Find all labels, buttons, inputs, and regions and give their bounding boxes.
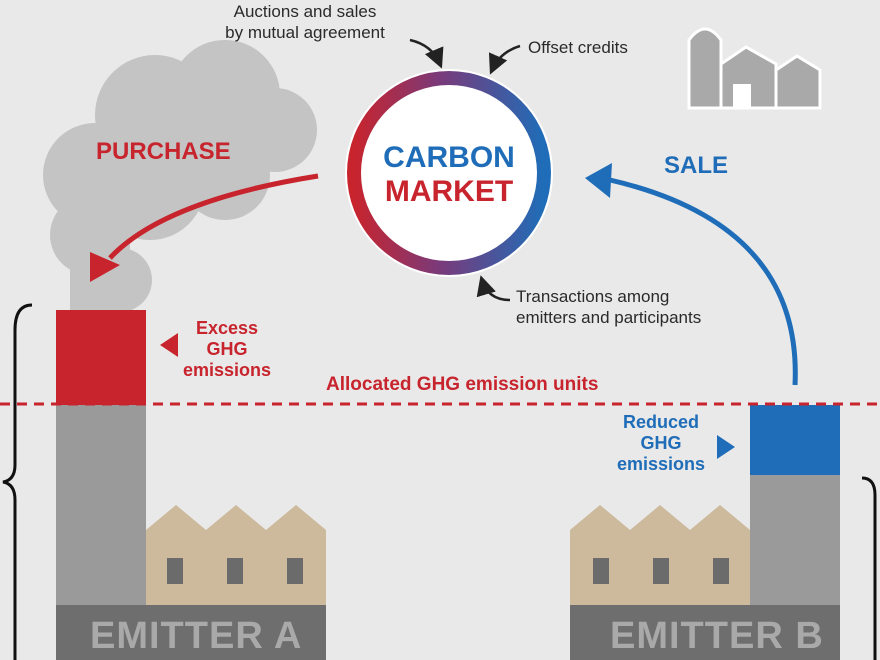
sale-label: SALE <box>664 152 729 179</box>
emitter-b-chimney <box>750 475 840 605</box>
reduced-pointer <box>717 435 735 459</box>
emitter-b-bracket <box>861 476 877 660</box>
sale-arrow <box>609 177 798 386</box>
emitter-a-bracket <box>2 303 33 660</box>
transactions-label-line2: emitters and participants <box>516 308 702 327</box>
reduced-label-line2: GHG <box>640 433 682 453</box>
emitter-a-excess-bar <box>56 310 146 405</box>
market-title-line1: CARBON <box>383 141 515 174</box>
emitter-b-window <box>653 558 669 584</box>
transactions-label-line1: Transactions among <box>516 287 670 306</box>
emitter-b-window <box>593 558 609 584</box>
emitter-a-window <box>287 558 303 584</box>
smoke-cloud <box>43 40 317 312</box>
offset-credits-label: Offset credits <box>528 38 628 57</box>
emitter-a-chimney <box>56 405 146 605</box>
emitter-b-reduced-bar <box>750 405 840 475</box>
excess-label-line1: Excess <box>195 318 259 338</box>
excess-label-line3: emissions <box>182 360 272 380</box>
carbon-market-ring <box>347 71 551 275</box>
emitter-a-window <box>227 558 243 584</box>
reduced-label-line1: Reduced <box>622 412 700 432</box>
emitter-a-factory <box>146 505 326 605</box>
emitter-b-base <box>570 605 840 660</box>
market-title-line2: MARKET <box>384 175 514 208</box>
emitter-b-window <box>713 558 729 584</box>
auctions-label-line2: by mutual agreement <box>225 23 385 42</box>
purchase-arrow <box>108 173 319 260</box>
transactions-arrow <box>476 275 511 302</box>
purchase-arrowhead <box>90 252 120 282</box>
emitter-b-factory <box>570 505 750 605</box>
emitter-a-window <box>167 558 183 584</box>
emitter-a-label: EMITTER A <box>90 615 303 657</box>
excess-pointer <box>160 333 178 357</box>
sale-arrowhead <box>585 163 612 198</box>
threshold-label: Allocated GHG emission units <box>326 374 599 395</box>
purchase-label: PURCHASE <box>96 138 231 165</box>
carbon-market-circle <box>345 69 553 277</box>
farm-icon <box>687 27 822 110</box>
emitter-b-label: EMITTER B <box>610 615 824 657</box>
auctions-label-line1: Auctions and sales <box>233 2 377 21</box>
auctions-arrow <box>409 38 444 69</box>
reduced-label-line3: emissions <box>616 454 706 474</box>
offset-arrow <box>488 44 521 75</box>
excess-label-line2: GHG <box>206 339 248 359</box>
emitter-a-base <box>56 605 326 660</box>
